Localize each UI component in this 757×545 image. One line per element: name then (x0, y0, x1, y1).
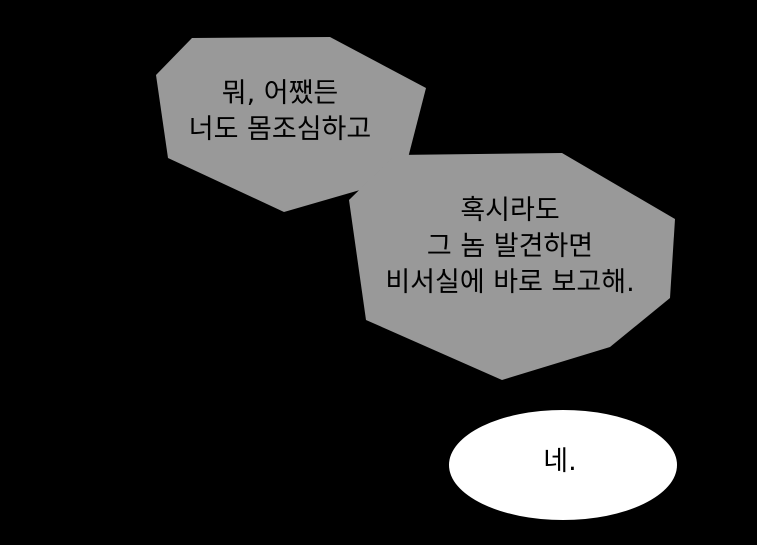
bubble-1-text: 뭐, 어쨌든 너도 몸조심하고 (150, 76, 410, 148)
thought-bubble-1 (156, 37, 426, 212)
bubble-3-line-1: 네. (543, 446, 577, 477)
bubble-2-line-1: 혹시라도 (460, 195, 560, 226)
bubble-3-text: 네. (470, 444, 650, 480)
bubble-1-line-2: 너도 몸조심하고 (188, 114, 372, 145)
bubble-2-text: 혹시라도 그 놈 발견하면 비서실에 바로 보고해. (350, 193, 670, 301)
bubble-2-line-2: 그 놈 발견하면 (426, 231, 594, 262)
thought-bubble-2 (349, 153, 675, 380)
bubble-2-line-3: 비서실에 바로 보고해. (385, 267, 635, 298)
speech-bubble (449, 410, 677, 520)
bubble-1-line-1: 뭐, 어쨌든 (221, 78, 339, 109)
